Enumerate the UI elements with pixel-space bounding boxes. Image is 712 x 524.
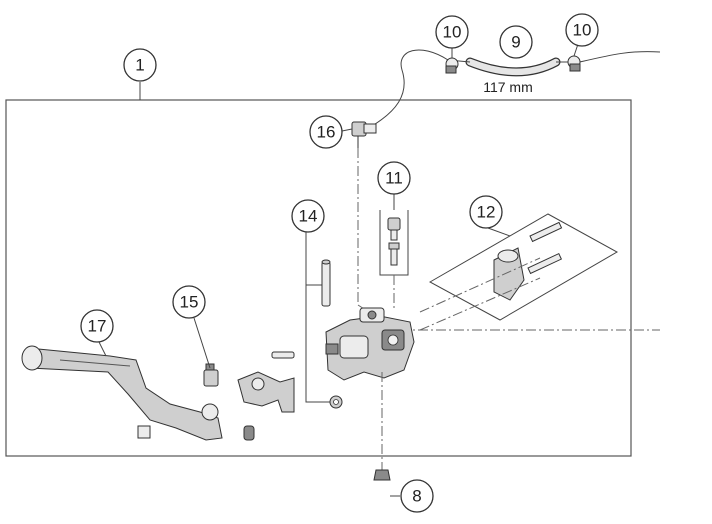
hose-sleeve-part [465,57,561,77]
hose-line-end [579,51,661,63]
callout-10-right: 10 [565,13,599,47]
callout-1: 1 [123,48,157,82]
hose-clamp-right-part [567,55,581,72]
callout-16: 16 [309,115,343,149]
leader-17 [97,339,107,357]
callout-15: 15 [172,285,206,319]
brake-lever-part [21,345,223,441]
bushing-part [243,425,255,441]
leader-10b [573,43,579,57]
hose-length-label: 117 mm [483,79,533,95]
axis-line-12b [419,277,541,331]
bracket-12 [428,213,619,321]
adjuster-part [203,363,219,387]
leader-15 [193,317,211,369]
lower-nut-part [373,469,391,481]
banjo-fitting-part [351,121,377,148]
svg-text:17: 17 [88,317,107,336]
assembly-frame [5,99,632,457]
svg-text:10: 10 [443,23,462,42]
small-pin-part [271,351,295,359]
pivot-pin-part [321,259,331,307]
bleeder-screw-part [387,217,401,266]
svg-text:16: 16 [317,123,336,142]
callout-14: 14 [291,199,325,233]
callout-12: 12 [469,195,503,229]
lever-bracket-part [237,371,295,413]
leader-12 [487,227,511,237]
svg-text:14: 14 [299,207,318,226]
hose-line [371,49,449,127]
svg-text:12: 12 [477,203,496,222]
svg-text:1: 1 [135,56,144,75]
master-cylinder-part [325,307,415,381]
svg-text:8: 8 [412,487,421,506]
spacer-part [137,425,151,439]
callout-11: 11 [377,161,411,195]
axis-line-12a [419,257,541,313]
svg-text:9: 9 [511,33,520,52]
callout-9: 9 [499,25,533,59]
callout-8: 8 [400,479,434,513]
svg-text:11: 11 [385,169,403,188]
hose-clamp-left-part [445,57,459,74]
svg-text:10: 10 [573,21,592,40]
svg-text:15: 15 [180,293,199,312]
callout-10-left: 10 [435,15,469,49]
leader-16 [341,128,353,132]
bracket-14 [305,232,330,403]
pivot-nut-part [329,395,343,409]
callout-17: 17 [80,309,114,343]
handlebar-clamp-part [493,221,563,301]
